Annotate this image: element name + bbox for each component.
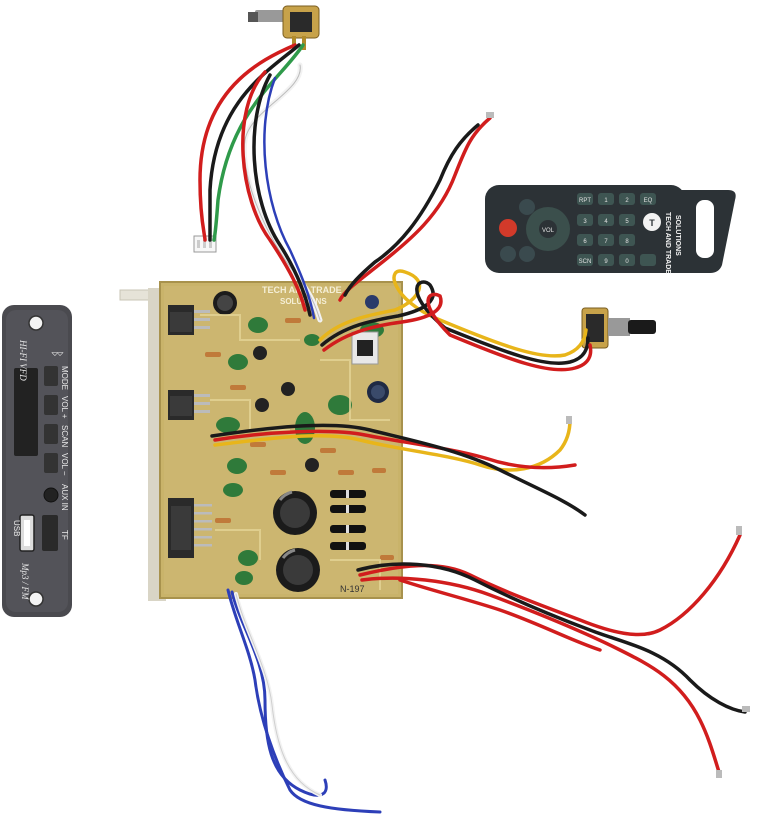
tf-label: TF [60,530,69,540]
capacitor [305,458,319,472]
svg-text:T: T [649,218,655,228]
scan-label: SCAN [60,425,69,447]
remote-key-scn: SCN [579,259,592,265]
usb-label: USB [12,520,21,536]
capacitor [281,382,295,396]
voltage-regulator [351,331,379,365]
bluetooth-icon: ᛒ [50,350,65,358]
capacitor [255,398,269,412]
resistors [205,318,394,560]
wire-tips [486,112,750,778]
remote-key-eq: EQ [644,198,653,204]
remote-key-9: 9 [604,259,608,265]
screw-hole [28,591,44,607]
remote-key-4: 4 [604,219,608,225]
capacitor [367,381,389,403]
remote-key-rpt: RPT [579,198,591,204]
power-button [499,219,517,237]
capacitor [213,291,237,315]
remote-key-0: 0 [625,259,629,265]
potentiometer-right [581,307,656,349]
remote-key-vol: VOL [542,228,555,234]
aux-in-jack [43,487,59,503]
power-transistor [168,390,210,420]
potentiometer-top [248,5,320,50]
diodes [330,490,366,550]
mode-label: MODE [60,366,69,390]
remote-key-7: 7 [604,239,608,245]
capacitor [365,295,379,309]
capacitor [273,490,317,535]
capacitor [276,548,320,592]
power-transistor [168,305,210,335]
tf-slot [42,515,58,551]
board-code: N-197 [340,584,365,594]
capacitor [253,346,267,360]
mp3-fm-label: Mp3 / FM [20,562,30,600]
remote-key-5: 5 [625,219,629,225]
vol-plus-label: VOL + [60,396,69,419]
display-window [14,368,38,456]
vol-minus-label: VOL − [60,453,69,476]
wires [198,43,747,814]
remote-key-8: 8 [625,239,629,245]
vol-plus-button [44,395,58,415]
film-capacitors [216,317,384,585]
mp3-bluetooth-panel: ᛒ HI-FI VFD MODE VOL + SCAN VOL − AUX IN… [2,305,72,617]
brand-logo-icon [643,213,661,231]
remote-brand-sub: SOLUTIONS [674,215,681,256]
remote-key-6: 6 [583,239,587,245]
keypad [577,193,656,266]
hifi-vfd-label: HI-FI VFD [18,339,28,381]
remote-control: RPT EQ 1 2 3 4 5 6 7 8 9 0 VOL SCN T TEC… [485,185,736,274]
screw-hole [28,315,44,331]
vol-minus-button [44,453,58,473]
power-ic [168,498,212,558]
aux-in-label: AUX IN [60,484,69,511]
remote-key-1: 1 [604,198,608,204]
mode-button [44,366,58,386]
remote-key-2: 2 [625,198,629,204]
remote-key-3: 3 [583,219,587,225]
scan-button [44,424,58,444]
remote-brand: TECH AND TRADE [664,212,671,274]
